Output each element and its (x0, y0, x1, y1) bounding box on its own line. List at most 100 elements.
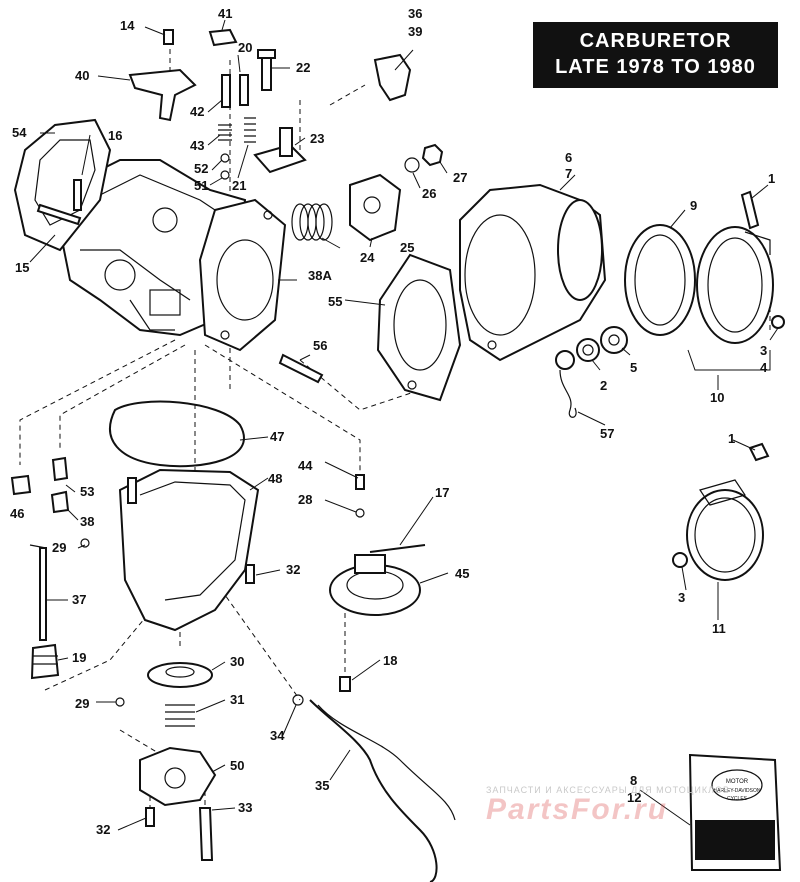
gasket-55 (376, 253, 462, 402)
callout-14: 14 (120, 18, 135, 33)
callout-24: 24 (360, 250, 375, 265)
lockwasher (555, 350, 575, 370)
callout-25: 25 (400, 240, 414, 255)
screw-32b (245, 564, 255, 584)
callout-42: 42 (190, 104, 204, 119)
badge-8: MOTOR HARLEY-DAVIDSON CYCLES (688, 753, 782, 871)
callout-43: 43 (190, 138, 204, 153)
callout-38a: 38A (308, 268, 332, 283)
callout-12: 12 (627, 790, 641, 805)
boot-19 (30, 643, 60, 680)
callout-55: 55 (328, 294, 342, 309)
callout-35: 35 (315, 778, 329, 793)
callout-40: 40 (75, 68, 89, 83)
callout-41: 41 (218, 6, 232, 21)
callout-31: 31 (230, 692, 244, 707)
callout-3b: 3 (678, 590, 685, 605)
title-line-2: LATE 1978 TO 1980 (555, 56, 756, 78)
callout-50: 50 (230, 758, 244, 773)
leader-lines (29, 19, 779, 831)
callout-37: 37 (72, 592, 86, 607)
badge-text-2: HARLEY-DAVIDSON (714, 788, 761, 794)
nut-5 (600, 326, 628, 354)
title-line-1: CARBURETOR (579, 30, 732, 52)
cable-17 (369, 544, 426, 553)
choke-45 (329, 554, 421, 616)
washer-2 (576, 338, 600, 362)
callout-29b: 29 (75, 696, 89, 711)
throttle-cam-25 (349, 173, 402, 242)
callout-17: 17 (435, 485, 449, 500)
flange-38a (198, 198, 287, 352)
screw-16 (73, 179, 82, 211)
callout-2: 2 (600, 378, 607, 393)
bracket-57 (559, 369, 577, 418)
bracket-40 (128, 68, 197, 122)
gasket-47 (109, 400, 245, 468)
callout-16: 16 (108, 128, 122, 143)
bracket-23 (253, 127, 307, 174)
screw-42 (221, 74, 231, 108)
washer-29 (80, 538, 90, 548)
clip-28 (355, 508, 365, 518)
clip-34 (292, 694, 304, 706)
callout-38: 38 (80, 514, 94, 529)
callout-7: 7 (565, 166, 572, 181)
callout-1b: 1 (728, 431, 735, 446)
bolt-1b (748, 442, 770, 462)
callout-1: 1 (768, 171, 775, 186)
washer-51 (220, 170, 230, 180)
callout-6: 6 (565, 150, 572, 165)
callout-45: 45 (455, 566, 469, 581)
callout-57: 57 (600, 426, 614, 441)
washer-52 (220, 153, 230, 163)
callout-9: 9 (690, 198, 697, 213)
callout-34: 34 (270, 728, 285, 743)
fitting-53 (51, 456, 69, 482)
callout-32: 32 (286, 562, 300, 577)
callout-53: 53 (80, 484, 94, 499)
callout-26: 26 (422, 186, 436, 201)
callout-48: 48 (268, 471, 282, 486)
callout-27: 27 (453, 170, 467, 185)
callout-4: 4 (760, 360, 768, 375)
callout-19: 19 (72, 650, 86, 665)
stud-56 (278, 353, 324, 384)
washer-26 (404, 157, 420, 173)
callout-44: 44 (298, 458, 313, 473)
callout-47: 47 (270, 429, 284, 444)
nut-27 (421, 143, 444, 167)
plug-46 (10, 474, 32, 496)
screw-33 (198, 807, 214, 861)
badge-text-1: MOTOR (726, 779, 749, 785)
plug-38 (50, 490, 70, 514)
callout-15: 15 (15, 260, 29, 275)
screw-20 (239, 74, 249, 106)
clamp-ring-10 (696, 226, 774, 344)
callout-23: 23 (310, 131, 324, 146)
cap-41 (208, 28, 238, 47)
callout-5: 5 (630, 360, 637, 375)
screw-32 (145, 807, 155, 827)
callout-11: 11 (712, 621, 726, 636)
bolt-1 (740, 190, 760, 230)
callout-51: 51 (194, 178, 208, 193)
callout-28: 28 (298, 492, 312, 507)
callout-labels: 14 41 36 39 20 22 40 42 54 16 23 43 6 7 … (10, 6, 775, 837)
spring-21 (244, 117, 256, 143)
callout-54: 54 (12, 125, 27, 140)
rod-37 (39, 547, 47, 641)
spring-43 (218, 124, 232, 141)
nut-3b (672, 552, 688, 568)
clamp-11 (686, 479, 764, 581)
callout-56: 56 (313, 338, 327, 353)
callout-18: 18 (383, 653, 397, 668)
screw-15 (36, 203, 82, 226)
callout-30: 30 (230, 654, 244, 669)
callout-10: 10 (710, 390, 724, 405)
screw-22 (261, 54, 272, 91)
diaphragm-30 (147, 662, 213, 688)
float-bowl-48 (118, 468, 260, 632)
seal-ring-9 (624, 224, 696, 336)
fitting-36 (373, 53, 412, 102)
